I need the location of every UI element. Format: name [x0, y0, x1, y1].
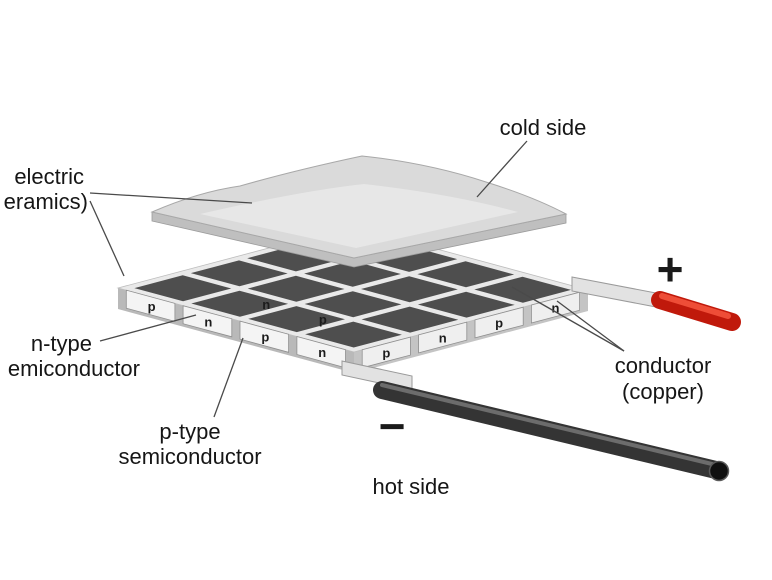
pellet-letter: p: [261, 330, 269, 345]
copper-pad: [190, 260, 288, 287]
ceramic-plate-sheen: [200, 184, 518, 248]
pellet-letter: p: [148, 299, 156, 314]
leader-line-ceramics-top: [89, 192, 253, 204]
copper-pad: [304, 260, 401, 287]
module-right-face: [354, 290, 588, 373]
leader-line-n-type: [99, 314, 197, 342]
copper-pad: [361, 276, 458, 303]
pellet-grid: p n p n p n p n n p: [116, 225, 590, 373]
pellet-letter: n: [318, 345, 326, 360]
copper-pad: [247, 245, 345, 272]
pellet-letter: n: [262, 297, 270, 312]
ceramic-label-line2: eramics): [4, 189, 88, 214]
leader-line-ceramics-bottom: [89, 200, 125, 277]
cold-side-label: cold side: [500, 115, 587, 140]
copper-pad: [417, 261, 515, 288]
negative-wire: [373, 381, 725, 479]
pellet-block: [361, 336, 411, 369]
module-left-face: [118, 288, 354, 373]
negative-terminal-symbol: −: [379, 400, 406, 452]
positive-wire-highlight: [659, 293, 731, 319]
conductor-label-line1: conductor: [615, 353, 712, 378]
leader-line-cold-side: [476, 140, 528, 198]
copper-pad: [474, 276, 572, 303]
pellet-letter: p: [495, 316, 503, 331]
copper-pad: [191, 290, 289, 317]
leader-line-conductor-1: [511, 286, 625, 352]
pellet-block: [182, 305, 233, 338]
copper-pad: [248, 306, 345, 333]
negative-wire-highlight: [380, 383, 714, 466]
pellet-letter: p: [382, 345, 390, 360]
pellet-block: [125, 289, 176, 322]
negative-wire-end: [708, 460, 730, 482]
pellet-block: [474, 306, 524, 339]
pellet-block: [239, 320, 290, 353]
leader-line-p-type: [213, 337, 244, 418]
copper-pad: [134, 275, 232, 302]
copper-pad: [247, 275, 345, 302]
conductor-label-line2: (copper): [622, 379, 704, 404]
hot-side-label: hot side: [372, 474, 449, 499]
copper-pad: [417, 291, 515, 318]
pellet-letter: p: [319, 312, 327, 327]
ceramic-label-line1: electric: [14, 164, 84, 189]
copper-pad: [305, 321, 402, 348]
pellet-letter: n: [552, 301, 560, 316]
n-type-label-line1: n-type: [31, 331, 92, 356]
positive-wire: [651, 291, 741, 331]
pellet-letter: n: [204, 314, 212, 329]
copper-pad: [304, 291, 402, 318]
pellet-block: [531, 291, 580, 324]
p-type-label-line2: semiconductor: [118, 444, 261, 469]
p-type-label-line1: p-type: [159, 419, 220, 444]
positive-terminal-symbol: +: [657, 243, 684, 295]
pellet-block: [418, 321, 468, 354]
copper-pad: [361, 306, 459, 333]
pellet-letter: n: [439, 331, 447, 346]
n-type-label-line2: emiconductor: [8, 356, 140, 381]
leader-line-conductor-2: [556, 300, 625, 352]
